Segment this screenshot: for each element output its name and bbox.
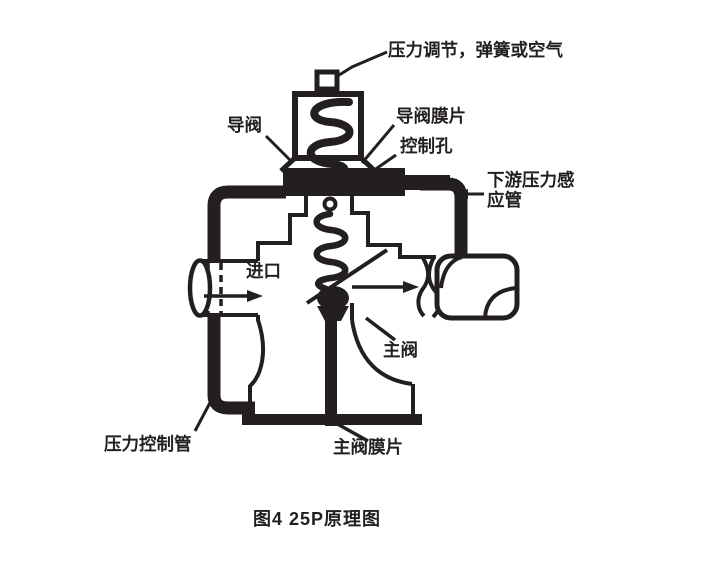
inlet-pipe-end-cap bbox=[187, 258, 213, 318]
pipe-joint-wavy-line bbox=[416, 256, 431, 318]
left-funnel-curve bbox=[248, 319, 266, 388]
pilot-spring-coil bbox=[306, 97, 354, 176]
main-valve-spring bbox=[313, 210, 349, 293]
main-diaphragm-bar bbox=[242, 414, 422, 425]
label-downstream-sensing-line2: 应管 bbox=[487, 190, 522, 210]
sensing-pipe-pointer-arrow bbox=[458, 189, 468, 199]
inlet-flow-arrow bbox=[247, 290, 263, 302]
label-pressure-control-pipe: 压力控制管 bbox=[104, 434, 192, 454]
label-pressure-adjust: 压力调节，弹簧或空气 bbox=[388, 40, 563, 60]
label-downstream-sensing-line1: 下游压力感 bbox=[487, 170, 575, 190]
right-funnel-curve bbox=[350, 319, 413, 386]
outlet-flow-arrow bbox=[403, 281, 419, 293]
figure-caption: 图4 25P原理图 bbox=[253, 509, 381, 529]
label-pilot-diaphragm: 导阀膜片 bbox=[396, 106, 466, 126]
label-leader-lines bbox=[193, 124, 397, 443]
downstream-sensing-pipe bbox=[420, 177, 484, 256]
main-valve-stem bbox=[325, 314, 337, 426]
label-main-valve: 主阀 bbox=[383, 340, 418, 360]
inlet-pipe bbox=[187, 258, 263, 321]
label-inlet: 进口 bbox=[246, 261, 281, 281]
label-main-diaphragm: 主阀膜片 bbox=[333, 437, 403, 457]
label-pilot-valve: 导阀 bbox=[227, 115, 262, 135]
label-control-orifice: 控制孔 bbox=[400, 136, 453, 156]
control-orifice-hole bbox=[322, 196, 338, 212]
main-valve-body bbox=[248, 196, 436, 415]
main-valve-plug bbox=[317, 286, 349, 426]
outlet-pipe bbox=[352, 253, 520, 321]
pressure-adjust-leader-line bbox=[335, 50, 388, 79]
